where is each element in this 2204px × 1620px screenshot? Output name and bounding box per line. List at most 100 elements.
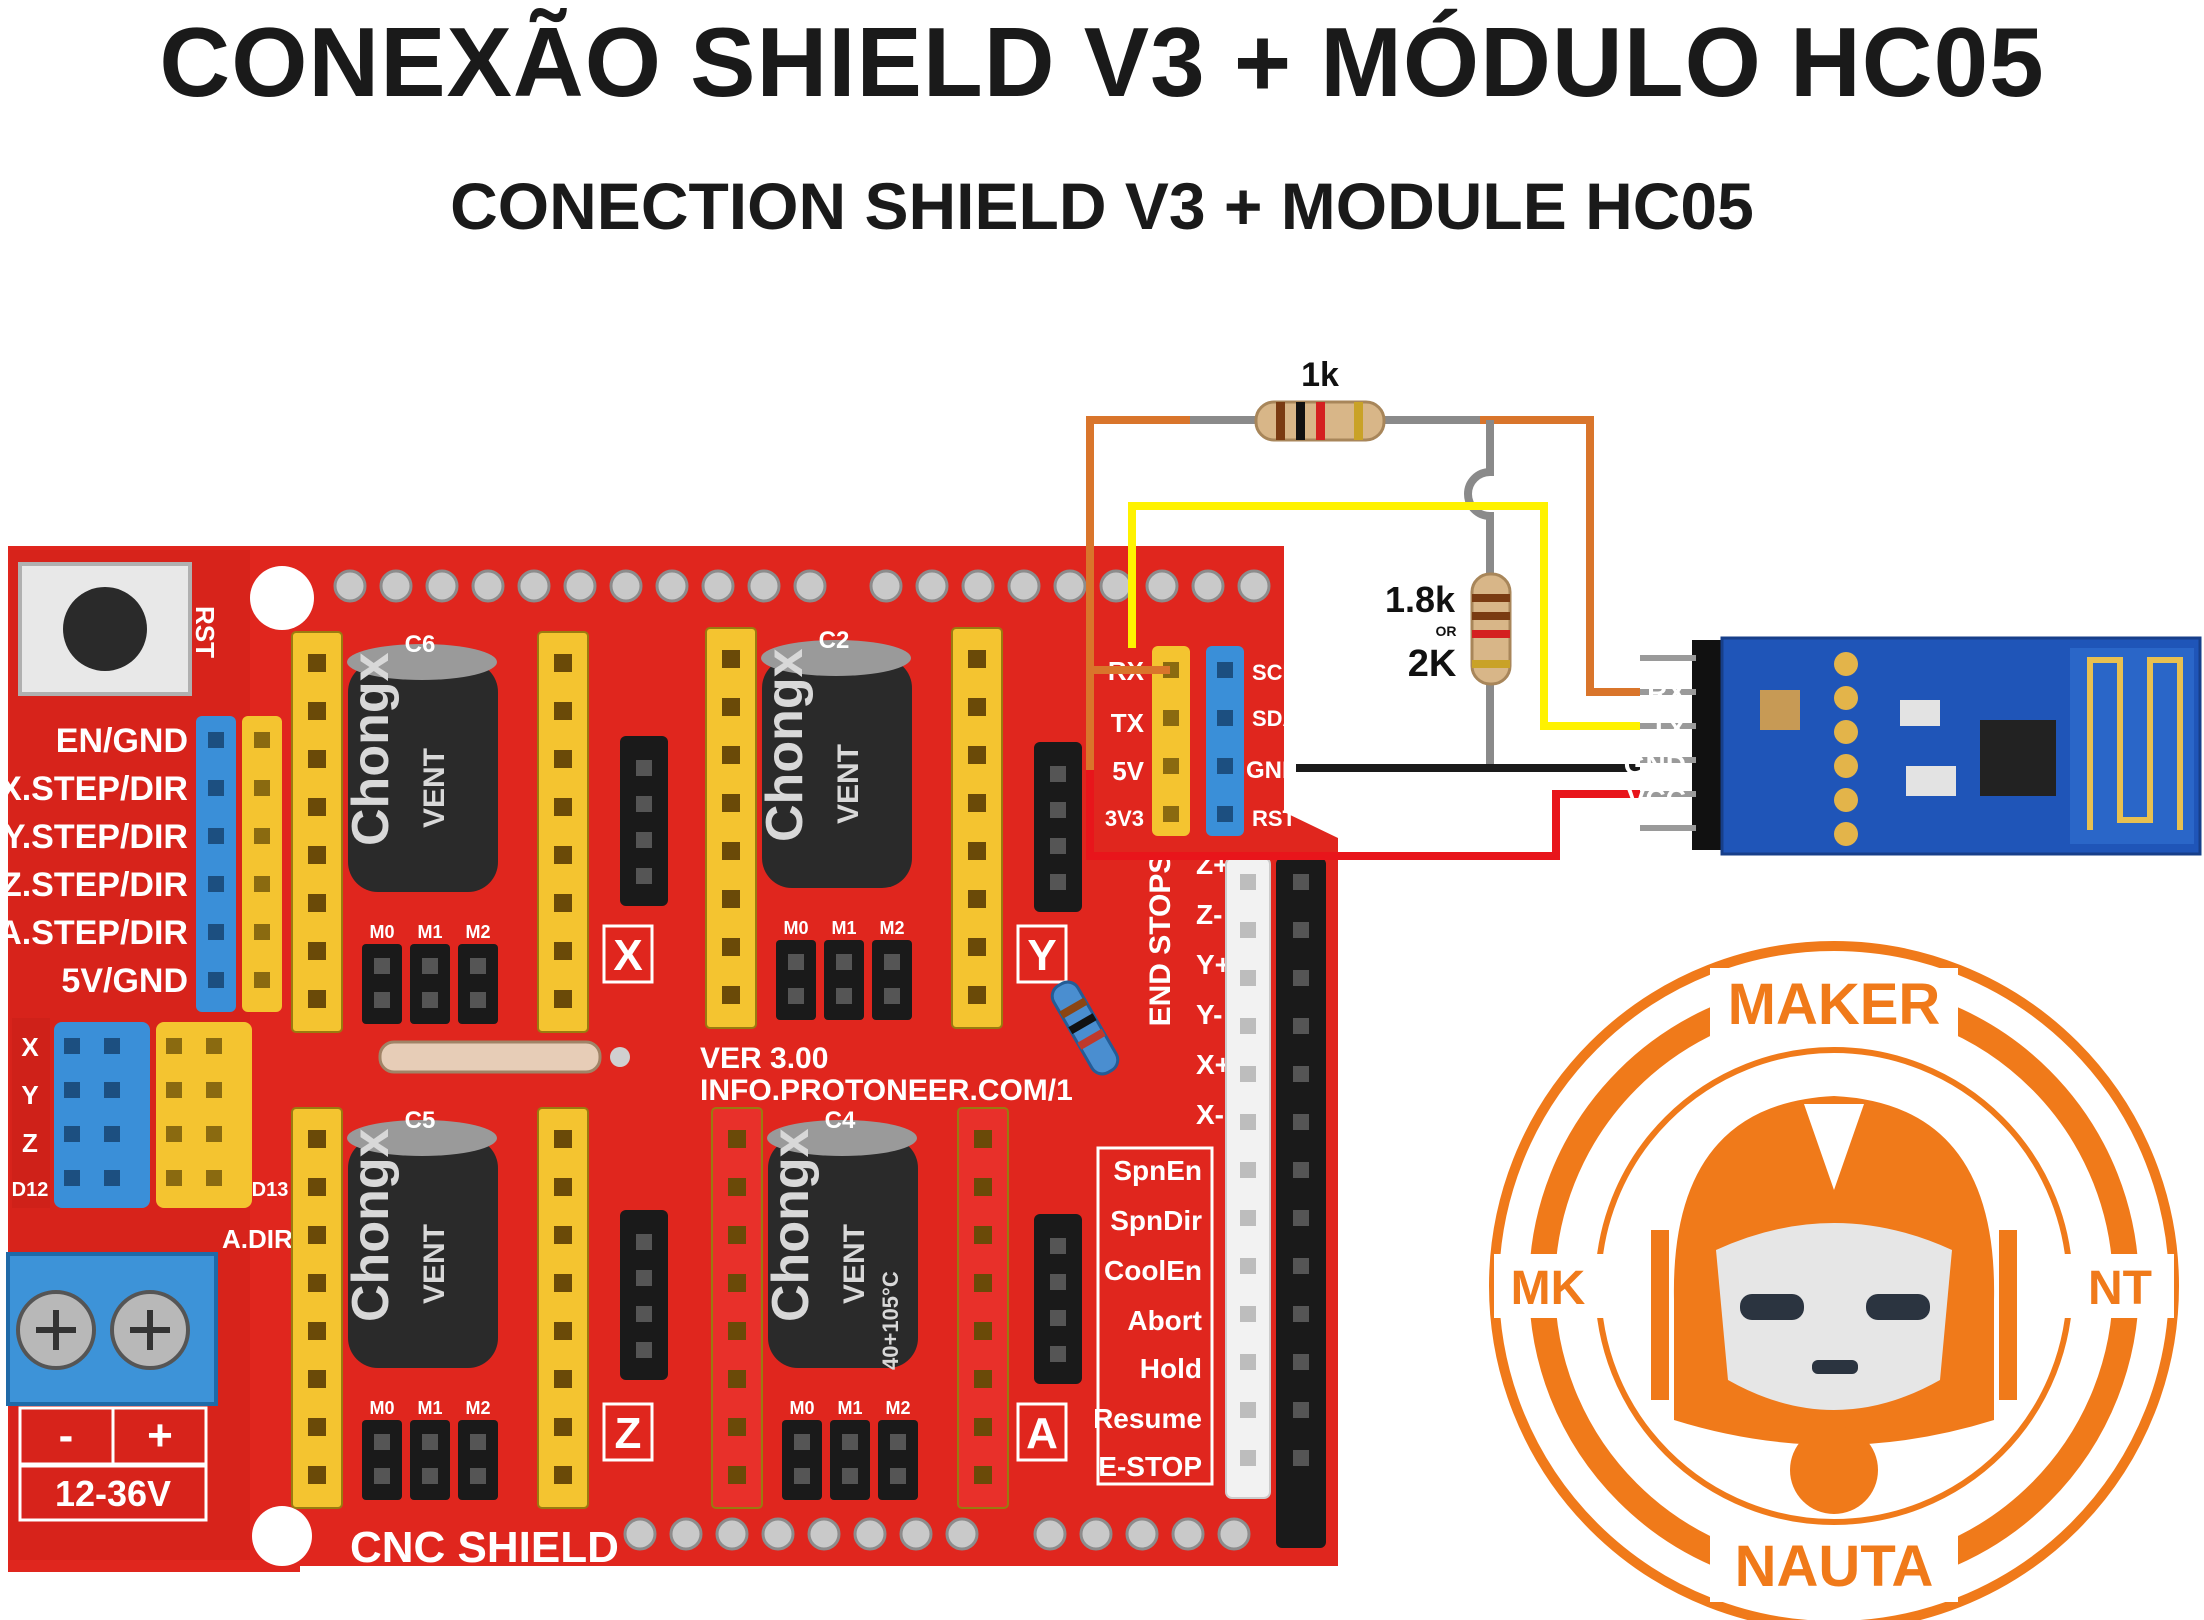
header-pin <box>636 1306 652 1322</box>
control-0: SpnEn <box>1113 1155 1202 1186</box>
pin-hole <box>1125 1517 1159 1551</box>
socket-pin <box>968 890 986 908</box>
driver-socket <box>291 631 343 1033</box>
jumper-pin <box>842 1468 858 1484</box>
black-header <box>1034 742 1082 912</box>
header-pin <box>1293 922 1309 938</box>
socket-pin <box>308 990 326 1008</box>
capacitor-top <box>347 1120 497 1156</box>
socket-pin <box>554 654 572 672</box>
long-header-pins <box>636 760 1309 1466</box>
pin-hole <box>1099 569 1133 603</box>
clone-header-yellow <box>156 1022 252 1208</box>
resistor-1k8: 1.8k OR 2K <box>1385 572 1512 686</box>
left-labels: EN/GND X.STEP/DIR Y.STEP/DIR Z.STEP/DIR … <box>0 722 188 1000</box>
pin-hole <box>747 569 781 603</box>
resistor-1k: 1k <box>1254 356 1386 442</box>
jumper-pin <box>374 958 390 974</box>
socket-pin <box>308 1322 326 1340</box>
logo-visor-slit <box>1804 1104 1864 1190</box>
socket-pin <box>974 1466 992 1484</box>
jumper-pin <box>836 988 852 1004</box>
socket-pin <box>968 794 986 812</box>
hc05-pin-leads <box>1640 655 1696 831</box>
capacitor-label: C5 <box>405 1107 436 1134</box>
microstep-jumper <box>362 944 402 1024</box>
header-pin <box>254 780 270 796</box>
hc05-pin-lead <box>1640 689 1696 695</box>
control-3: Abort <box>1127 1305 1202 1336</box>
jumper-pin <box>794 1468 810 1484</box>
header-pin <box>1050 1274 1066 1290</box>
driver-label-x: X <box>613 931 642 980</box>
pin-hole <box>669 1517 703 1551</box>
microstep-label: M2 <box>885 1398 910 1418</box>
header-pin <box>1217 662 1233 678</box>
socket-pin <box>554 750 572 768</box>
header-pin <box>254 732 270 748</box>
header-pin <box>1240 1450 1256 1466</box>
capacitor-vent: VENT <box>832 744 865 824</box>
header-pin <box>1293 874 1309 890</box>
clone-header-pins <box>64 1038 222 1186</box>
socket-pin <box>554 1226 572 1244</box>
socket-pin <box>554 942 572 960</box>
header-pin <box>636 796 652 812</box>
hc05-pin-tx: TX <box>1650 713 1686 744</box>
jumper-pin <box>890 1434 906 1450</box>
header-pin <box>208 780 224 796</box>
socket-pin <box>968 650 986 668</box>
header-pin <box>636 1342 652 1358</box>
socket-pin <box>722 746 740 764</box>
socket-pin <box>728 1274 746 1292</box>
logo-band <box>1710 1526 1958 1602</box>
header-pin <box>1240 1306 1256 1322</box>
microstep-label: M0 <box>789 1398 814 1418</box>
header-pin <box>1240 1018 1256 1034</box>
capacitor <box>348 662 498 892</box>
end-stop-5: X- <box>1196 1099 1224 1130</box>
header-pin <box>636 760 652 776</box>
socket-pin <box>308 1418 326 1436</box>
header-pin <box>1240 1402 1256 1418</box>
socket-pin <box>968 938 986 956</box>
header-pin <box>1163 806 1179 822</box>
header-pin <box>1293 1450 1309 1466</box>
left-label-5: 5V/GND <box>61 962 188 1000</box>
header-pin <box>1240 922 1256 938</box>
header-pin <box>206 1170 222 1186</box>
logo-band <box>2064 1254 2174 1318</box>
logo-text-left: MK <box>1511 1262 1586 1315</box>
axis-pin-y: Y <box>21 1080 38 1110</box>
jumper-pin <box>374 992 390 1008</box>
capacitor-brand: Chongx <box>342 652 400 846</box>
microstep-label: M0 <box>369 1398 394 1418</box>
small-resistor <box>1050 980 1120 1076</box>
uart-left-3: 3V3 <box>1105 806 1144 831</box>
black-header <box>620 1210 668 1380</box>
hc05-pad <box>1834 822 1858 846</box>
jumper-pin <box>470 958 486 974</box>
logo-band <box>1494 1254 1604 1318</box>
capacitor-top <box>761 640 911 676</box>
hc05-pin-rx: RX <box>1647 677 1686 708</box>
microstep-label: M1 <box>417 922 442 942</box>
header-pin <box>1293 1066 1309 1082</box>
mounting-hole <box>250 566 314 630</box>
driver-socket <box>951 627 1003 1029</box>
end-stops-title: END STOPS <box>1144 854 1177 1027</box>
microstep-label: M1 <box>831 918 856 938</box>
uart-header-pins <box>1163 662 1233 822</box>
board-version: VER 3.00 <box>700 1042 828 1075</box>
top-pin-holes <box>333 569 1271 603</box>
microstep-jumper <box>410 944 450 1024</box>
microstep-jumper <box>830 1420 870 1500</box>
driver-socket <box>705 627 757 1029</box>
uart-right-1: SDA <box>1252 706 1299 731</box>
socket-pin <box>974 1178 992 1196</box>
socket-pin <box>308 894 326 912</box>
logo-text-top: MAKER <box>1728 972 1941 1037</box>
microstep-label: M2 <box>879 918 904 938</box>
jumper-pin <box>836 954 852 970</box>
capacitor-brand: Chongx <box>762 1128 820 1322</box>
